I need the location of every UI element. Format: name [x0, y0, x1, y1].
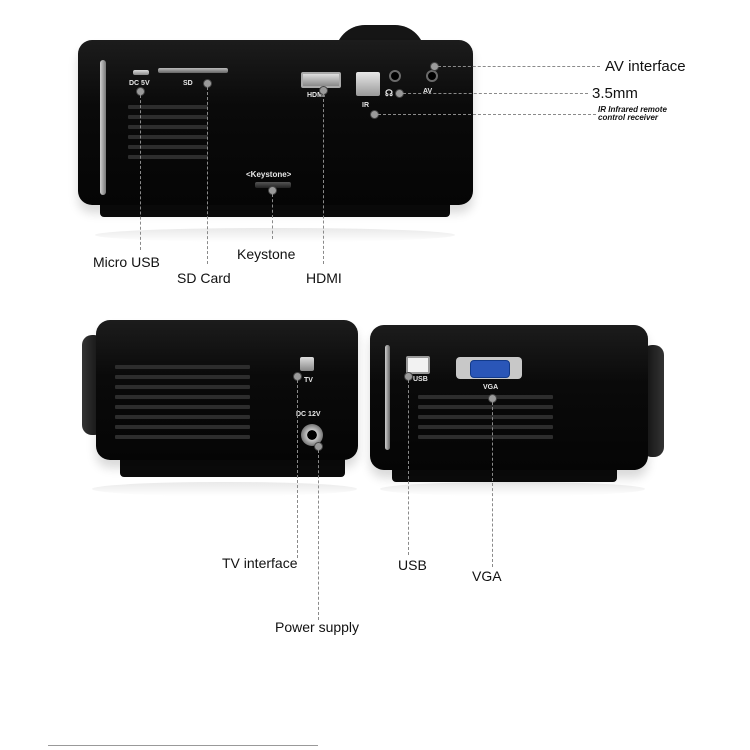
audio-jack — [389, 70, 401, 82]
usb-port — [406, 356, 430, 374]
usb-label: USB — [413, 376, 428, 383]
micro-usb-port — [133, 70, 149, 75]
dc5v-label: DC 5V — [129, 80, 150, 87]
ir-callout-line2: control receiver — [598, 113, 659, 122]
dc-jack — [356, 72, 380, 96]
vga-port — [456, 357, 522, 379]
tv-interface-callout: TV interface — [222, 555, 298, 571]
floor-reflection-right — [380, 482, 645, 496]
projector-body-rear — [78, 40, 473, 205]
av-jack — [426, 70, 438, 82]
sd-card-callout: SD Card — [177, 270, 231, 286]
micro-usb-callout: Micro USB — [93, 254, 160, 270]
audio-35-callout: 3.5mm — [592, 85, 638, 102]
sd-card-line — [207, 87, 208, 264]
usb-callout: USB — [398, 557, 427, 573]
power-line — [318, 450, 319, 620]
sd-label: SD — [183, 80, 193, 87]
floor-reflection — [95, 228, 455, 242]
av-line — [438, 66, 600, 67]
power-supply-callout: Power supply — [275, 619, 360, 635]
tv-label: TV — [304, 377, 313, 384]
av-label: AV — [423, 88, 433, 95]
keystone-wheel — [255, 182, 291, 188]
headphone-icon: ☊ — [385, 88, 393, 98]
keystone-label: <Keystone> — [246, 170, 292, 179]
ir-line — [378, 114, 596, 115]
side-highlight — [100, 60, 106, 195]
ir-label: IR — [362, 102, 369, 109]
hdmi-callout: HDMI — [306, 270, 342, 286]
keystone-callout: Keystone — [237, 246, 296, 262]
audio-line — [403, 93, 588, 94]
vga-label: VGA — [483, 384, 499, 391]
vga-line — [492, 402, 493, 567]
tv-line — [297, 380, 298, 558]
keystone-line — [272, 194, 273, 239]
dc12v-label: DC 12V — [296, 411, 321, 418]
sd-card-slot — [158, 68, 228, 73]
av-interface-callout: AV interface — [605, 58, 686, 75]
bottom-rule — [48, 745, 318, 746]
hdmi-line — [323, 94, 324, 264]
power-connector — [301, 424, 323, 446]
side-highlight-right — [385, 345, 390, 450]
hdmi-port-label: HDMI — [307, 92, 325, 99]
usb-line — [408, 380, 409, 555]
vga-callout: VGA — [472, 568, 502, 584]
tv-port — [300, 357, 314, 371]
floor-reflection-left — [92, 482, 357, 496]
base-left — [120, 455, 345, 477]
micro-usb-line — [140, 95, 141, 250]
ir-callout-line1: IR Infrared remote — [598, 105, 667, 114]
